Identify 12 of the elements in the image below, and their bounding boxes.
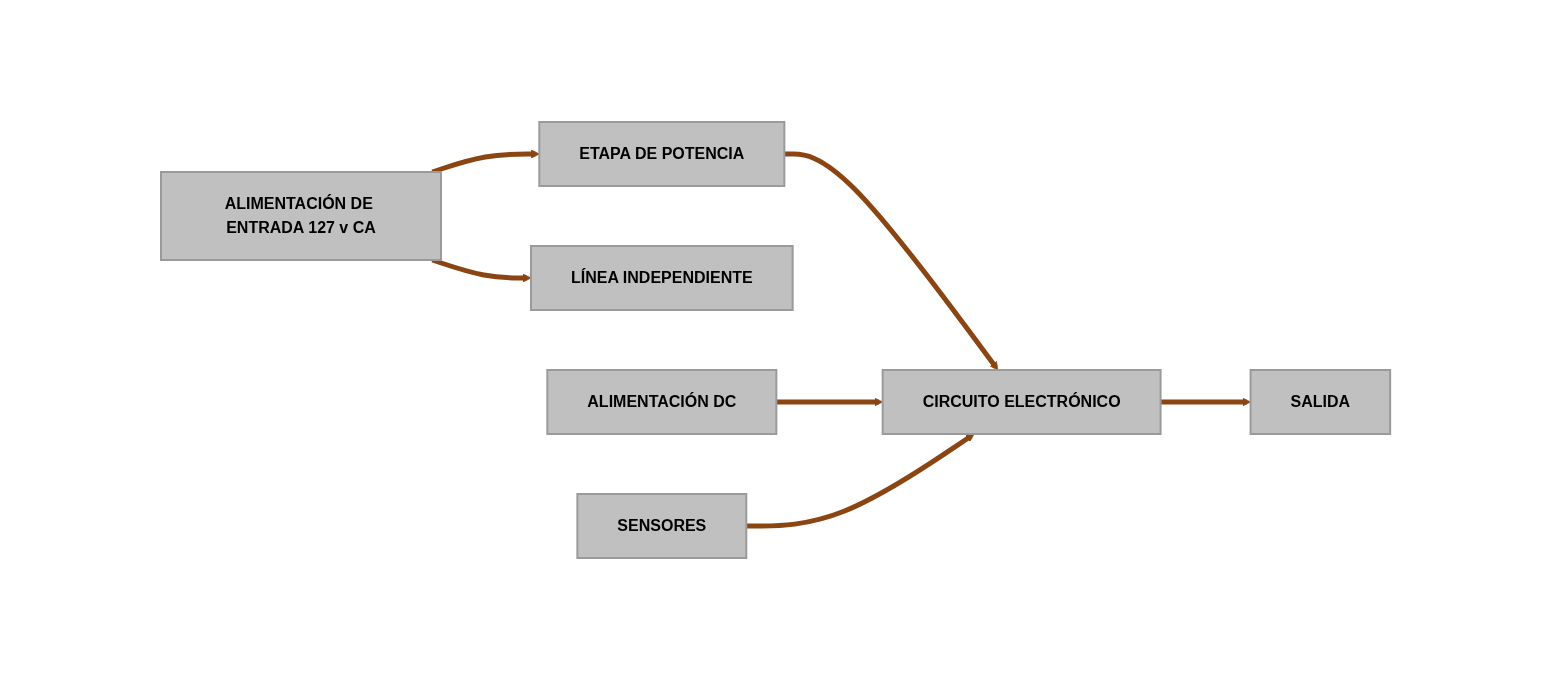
node-box: ETAPA DE POTENCIA bbox=[538, 120, 786, 187]
arrow bbox=[784, 151, 999, 370]
node-box: ALIMENTACIÓN DE ENTRADA 127 v CA bbox=[159, 170, 442, 261]
node-box: SENSORES bbox=[576, 492, 748, 559]
node-box: LÍNEA INDEPENDIENTE bbox=[529, 244, 794, 311]
node-box: CIRCUITO ELECTRÓNICO bbox=[881, 368, 1162, 435]
arrow bbox=[776, 397, 883, 406]
node-box: ALIMENTACIÓN DC bbox=[546, 368, 778, 435]
arrow bbox=[431, 149, 540, 174]
arrow bbox=[1160, 397, 1251, 406]
node-box: SALIDA bbox=[1249, 368, 1392, 435]
arrow bbox=[746, 433, 975, 528]
